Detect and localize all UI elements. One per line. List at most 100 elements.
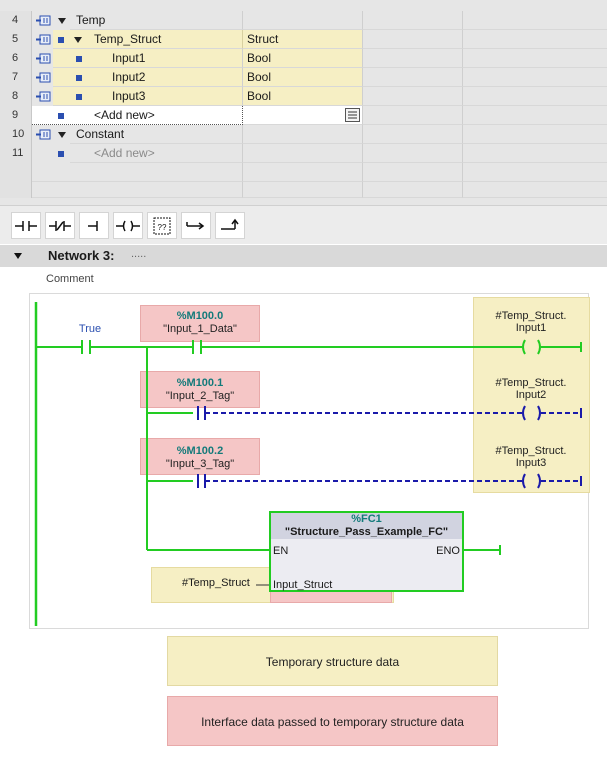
network-title-dots[interactable]: ..... <box>131 248 147 260</box>
name-cell-bg <box>53 30 243 49</box>
contact-address: %M100.0 <box>176 310 224 322</box>
type-cell[interactable]: Bool <box>243 49 363 68</box>
empty-cell <box>463 49 607 68</box>
normally-open-contact-icon <box>15 221 37 231</box>
coil-operand-line2[interactable]: Input2 <box>515 389 547 401</box>
type-cell[interactable]: Struct <box>243 30 363 49</box>
contact-tag[interactable]: "Input_1_Data" <box>163 323 237 335</box>
name-cell[interactable]: Temp <box>70 11 243 30</box>
network-comment[interactable]: Comment <box>0 267 607 293</box>
branch-close-icon <box>186 222 205 230</box>
table-row[interactable]: 4 Temp <box>0 11 607 30</box>
empty-cell <box>363 30 463 49</box>
close-branch-button[interactable] <box>181 212 211 239</box>
normally-open-contact-button[interactable] <box>11 212 41 239</box>
function-call-box[interactable]: %FC1 "Structure_Pass_Example_FC" EN ENO … <box>269 511 464 592</box>
empty-box-icon: ?? <box>153 217 171 235</box>
open-branch-button[interactable] <box>79 212 109 239</box>
db-section-icon <box>36 129 51 140</box>
row-number: 4 <box>0 11 32 30</box>
input-struct-operand[interactable]: #Temp_Struct <box>182 577 250 589</box>
collapse-triangle-icon[interactable] <box>58 132 66 138</box>
coil-button[interactable] <box>113 212 143 239</box>
svg-text:??: ?? <box>158 223 167 232</box>
contact-address: %M100.2 <box>176 445 224 457</box>
element-icon <box>58 113 64 119</box>
coil-operand-line2[interactable]: Input1 <box>515 322 547 334</box>
empty-box-button[interactable]: ?? <box>147 212 177 239</box>
coil-operand-line1[interactable]: #Temp_Struct. <box>495 445 567 457</box>
type-picker-icon[interactable] <box>345 108 360 122</box>
type-cell[interactable]: Bool <box>243 87 363 106</box>
table-row[interactable]: 7 Input2 Bool <box>0 68 607 87</box>
table-row[interactable]: 11 <Add new> <box>0 144 607 163</box>
type-cell[interactable] <box>243 125 363 144</box>
empty-cell <box>32 182 243 198</box>
contact-tag[interactable]: "Input_3_Tag" <box>165 458 235 470</box>
table-row[interactable]: 6 Input1 Bool <box>0 49 607 68</box>
ladder-toolbar: ?? <box>0 205 607 244</box>
contact-tag[interactable]: "Input_2_Tag" <box>165 390 235 402</box>
temp-struct-highlight <box>473 297 590 493</box>
network-header[interactable]: Network 3: ..... <box>0 245 607 267</box>
type-cell[interactable] <box>243 11 363 30</box>
row-number <box>0 182 32 198</box>
collapse-triangle-icon[interactable] <box>58 18 66 24</box>
add-new-input[interactable]: <Add new> <box>94 108 155 122</box>
table-row <box>0 182 607 198</box>
interface-highlight <box>140 438 260 475</box>
row-number: 7 <box>0 68 32 87</box>
normally-closed-contact-button[interactable] <box>45 212 75 239</box>
element-icon <box>76 56 82 62</box>
db-section-icon <box>36 34 51 45</box>
empty-cell <box>463 68 607 87</box>
name-cell[interactable]: Input1 <box>112 51 146 65</box>
table-row[interactable]: 10 Constant <box>0 125 607 144</box>
element-icon <box>58 37 64 43</box>
add-new-input[interactable]: <Add new> <box>70 144 243 163</box>
row-number: 6 <box>0 49 32 68</box>
table-row[interactable]: 8 Input3 Bool <box>0 87 607 106</box>
contact-true-label[interactable]: True <box>78 323 102 335</box>
coil-operand-line1[interactable]: #Temp_Struct. <box>495 377 567 389</box>
empty-cell <box>363 163 463 182</box>
collapse-triangle-icon[interactable] <box>14 253 22 259</box>
fc-address: %FC1 <box>351 513 382 525</box>
coil-operand-line1[interactable]: #Temp_Struct. <box>495 310 567 322</box>
coil-operand-line2[interactable]: Input3 <box>515 457 547 469</box>
type-cell[interactable] <box>243 144 363 163</box>
empty-cell <box>463 144 607 163</box>
name-cell-bg <box>32 106 243 125</box>
name-cell[interactable]: Input2 <box>112 70 146 84</box>
name-cell-bg <box>53 68 243 87</box>
branch-open-icon <box>88 221 98 231</box>
branch-up-button[interactable] <box>215 212 245 239</box>
empty-cell <box>363 144 463 163</box>
name-cell-bg <box>53 49 243 68</box>
name-cell[interactable]: Temp_Struct <box>94 32 162 46</box>
interface-highlight <box>140 305 260 342</box>
element-icon <box>58 151 64 157</box>
collapse-triangle-icon[interactable] <box>74 37 82 43</box>
empty-cell <box>363 87 463 106</box>
ladder-wiring <box>34 302 582 626</box>
element-icon <box>76 94 82 100</box>
type-cell[interactable]: Bool <box>243 68 363 87</box>
name-cell-bg <box>53 87 243 106</box>
empty-cell <box>363 125 463 144</box>
name-cell[interactable]: Constant <box>70 125 243 144</box>
fc-name[interactable]: "Structure_Pass_Example_FC" <box>284 526 449 538</box>
name-cell[interactable]: Input3 <box>112 89 146 103</box>
normally-closed-contact-icon <box>49 221 71 231</box>
empty-cell <box>363 106 463 125</box>
type-cell[interactable] <box>243 106 363 125</box>
db-section-icon <box>36 91 51 102</box>
table-row[interactable]: 9 <Add new> <box>0 106 607 125</box>
empty-cell <box>463 106 607 125</box>
row-number: 10 <box>0 125 32 144</box>
row-number: 5 <box>0 30 32 49</box>
table-row[interactable]: 5 Temp_Struct Struct <box>0 30 607 49</box>
comment-text: Comment <box>46 273 94 285</box>
contact-address: %M100.1 <box>176 377 224 389</box>
empty-cell <box>243 182 363 198</box>
